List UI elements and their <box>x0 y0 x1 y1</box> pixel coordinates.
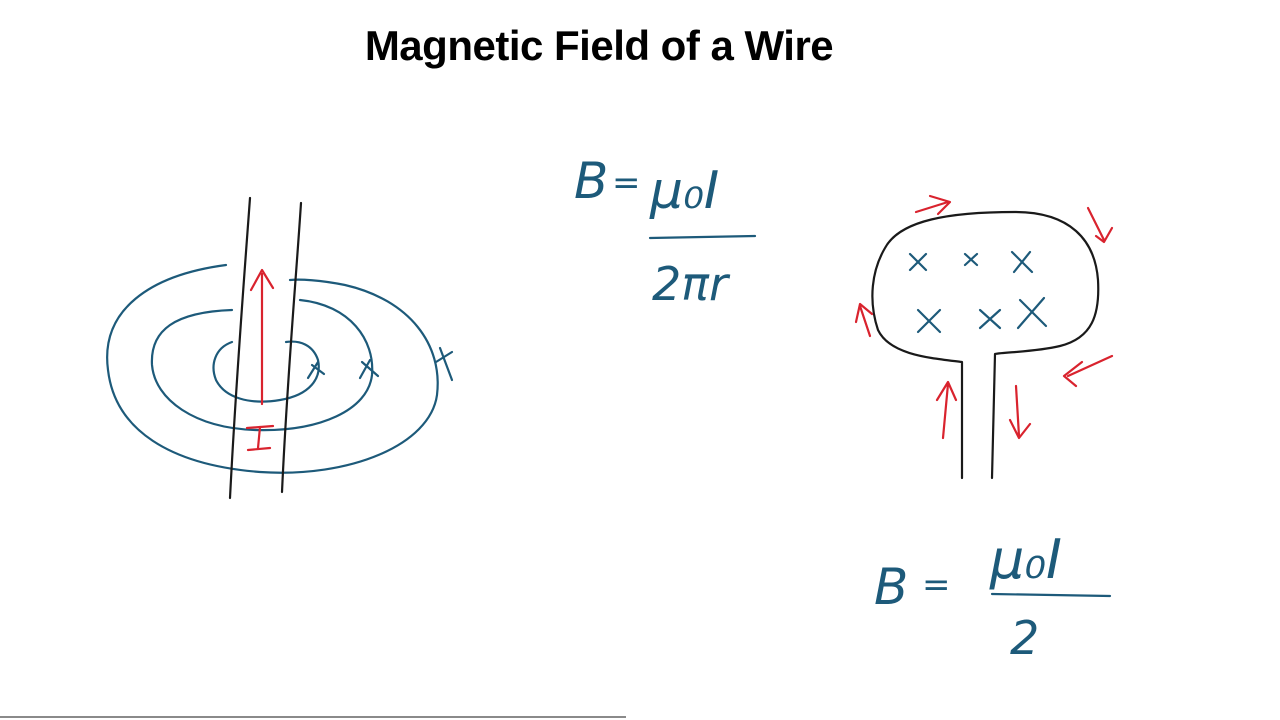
equation-loop: B = μ₀I 2 <box>874 528 1112 665</box>
page-title: Magnetic Field of a Wire <box>364 22 834 69</box>
loop-field-marks <box>908 250 1048 334</box>
field-loop-inner <box>212 340 320 403</box>
eq2-fraction-bar <box>990 592 1112 598</box>
wire-right-edge <box>280 201 303 494</box>
loop-arrow-down-right-lead <box>1008 384 1032 440</box>
field-mark-inner <box>306 360 326 380</box>
equation-straight-wire: B = μ₀I 2πr <box>574 152 757 311</box>
eq1-equals: = <box>612 163 641 203</box>
loop-arrow-left-side <box>854 302 874 338</box>
field-mark-middle <box>358 358 380 380</box>
eq1-numerator: μ₀I <box>649 161 719 221</box>
loop-arrow-right-top <box>1086 206 1114 244</box>
current-label-I: I <box>245 424 275 452</box>
eq1-fraction-bar <box>648 234 757 240</box>
current-loop-diagram <box>854 194 1114 480</box>
loop-arrow-up-left-lead <box>935 380 958 440</box>
field-loop-outer <box>106 263 439 474</box>
straight-wire-diagram: I <box>106 196 454 500</box>
eq1-lhs: B <box>574 152 608 210</box>
field-mark-outer <box>434 346 454 382</box>
field-loop-middle <box>150 298 374 432</box>
current-arrow <box>249 268 275 406</box>
loop-outline <box>871 210 1100 480</box>
eq2-lhs: B <box>874 558 908 616</box>
eq1-denominator: 2πr <box>652 257 731 311</box>
loop-arrow-top <box>914 194 952 216</box>
eq2-denominator: 2 <box>1010 611 1039 665</box>
svg-text:B: B <box>574 152 608 210</box>
bottom-divider <box>0 716 626 718</box>
wire-left-edge <box>228 196 252 500</box>
eq2-equals: = <box>922 565 951 605</box>
eq2-numerator: μ₀I <box>989 528 1062 591</box>
loop-arrow-right-bottom <box>1062 354 1114 388</box>
